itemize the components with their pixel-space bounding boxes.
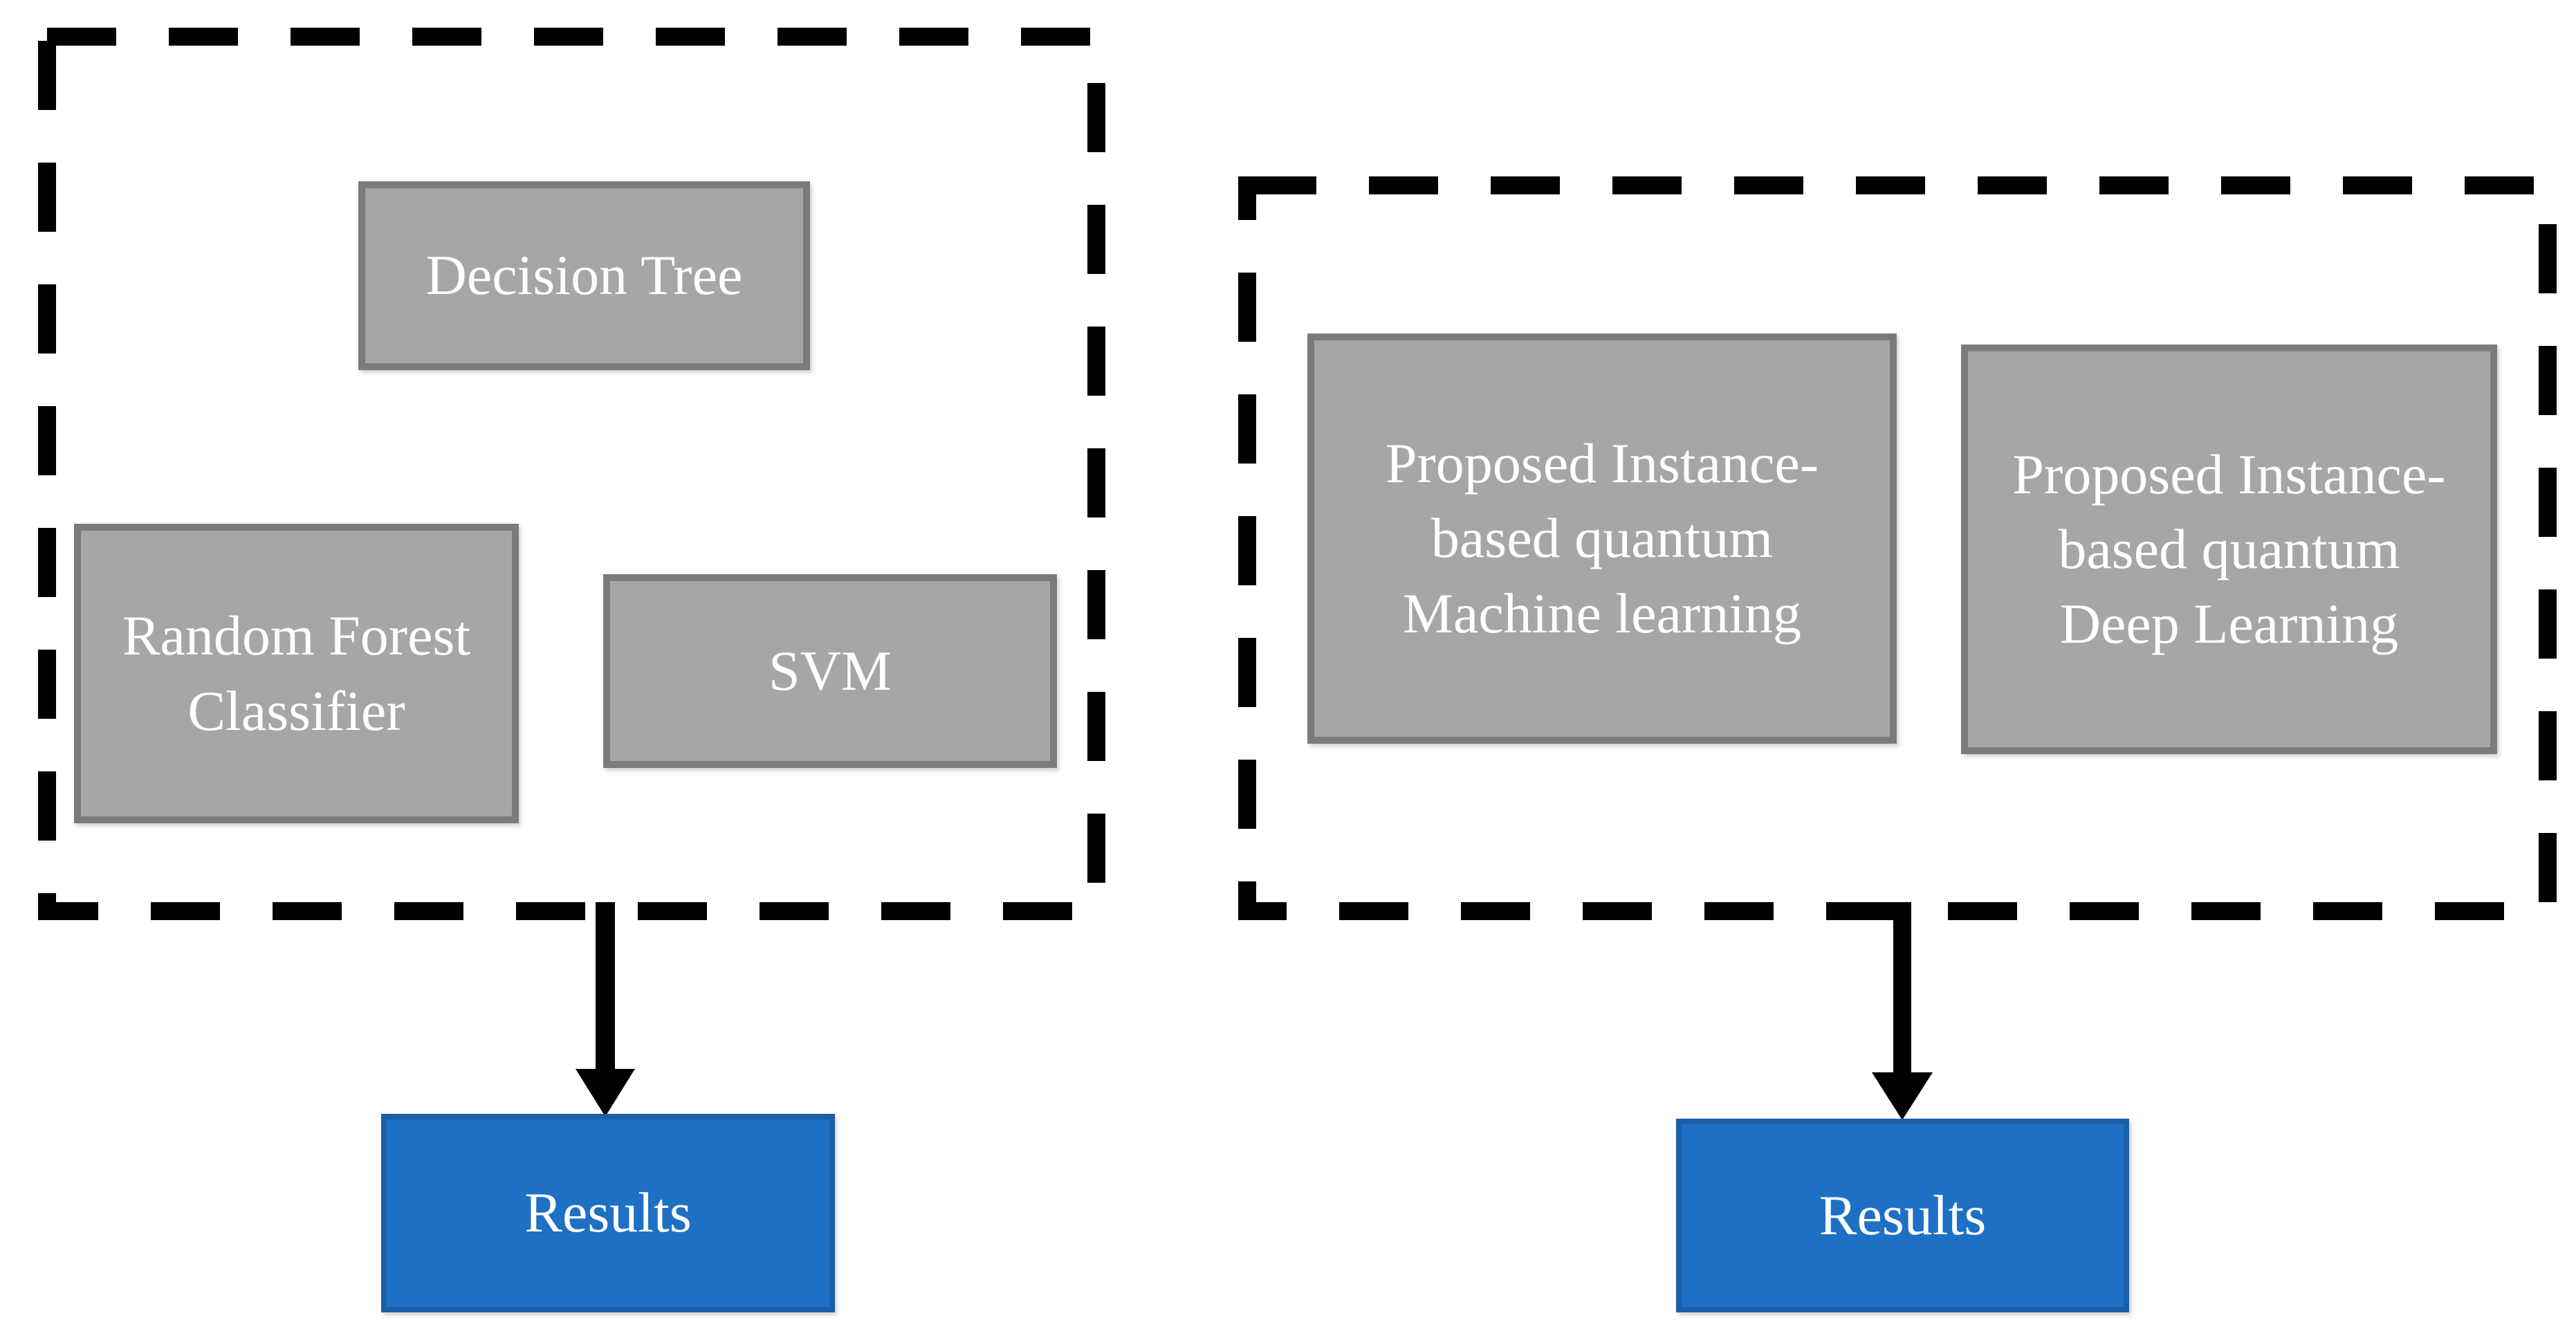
quantum-machine-learning-label: Proposed Instance- based quantum Machine… xyxy=(1385,432,1819,645)
svm-label: SVM xyxy=(769,639,892,702)
quantum-group-dashed-border xyxy=(1238,176,2557,920)
down-arrow-icon xyxy=(1872,902,1933,1120)
decision-tree-label: Decision Tree xyxy=(425,244,743,307)
classical-group-dashed-border xyxy=(38,28,1105,920)
random-forest-classifier-node: Random Forest Classifier xyxy=(74,524,519,823)
random-forest-classifier-label: Random Forest Classifier xyxy=(122,604,471,742)
quantum-results-label: Results xyxy=(1819,1183,1987,1247)
decision-tree-node: Decision Tree xyxy=(358,181,810,370)
svm-node: SVM xyxy=(603,574,1057,768)
quantum-results-node: Results xyxy=(1676,1119,2129,1312)
classical-results-label: Results xyxy=(524,1181,692,1245)
down-arrow-icon xyxy=(576,902,635,1117)
quantum-deep-learning-node: Proposed Instance- based quantum Deep Le… xyxy=(1961,345,2497,754)
classical-results-node: Results xyxy=(381,1114,835,1312)
quantum-deep-learning-label: Proposed Instance- based quantum Deep Le… xyxy=(2012,442,2446,656)
quantum-machine-learning-node: Proposed Instance- based quantum Machine… xyxy=(1307,333,1897,744)
